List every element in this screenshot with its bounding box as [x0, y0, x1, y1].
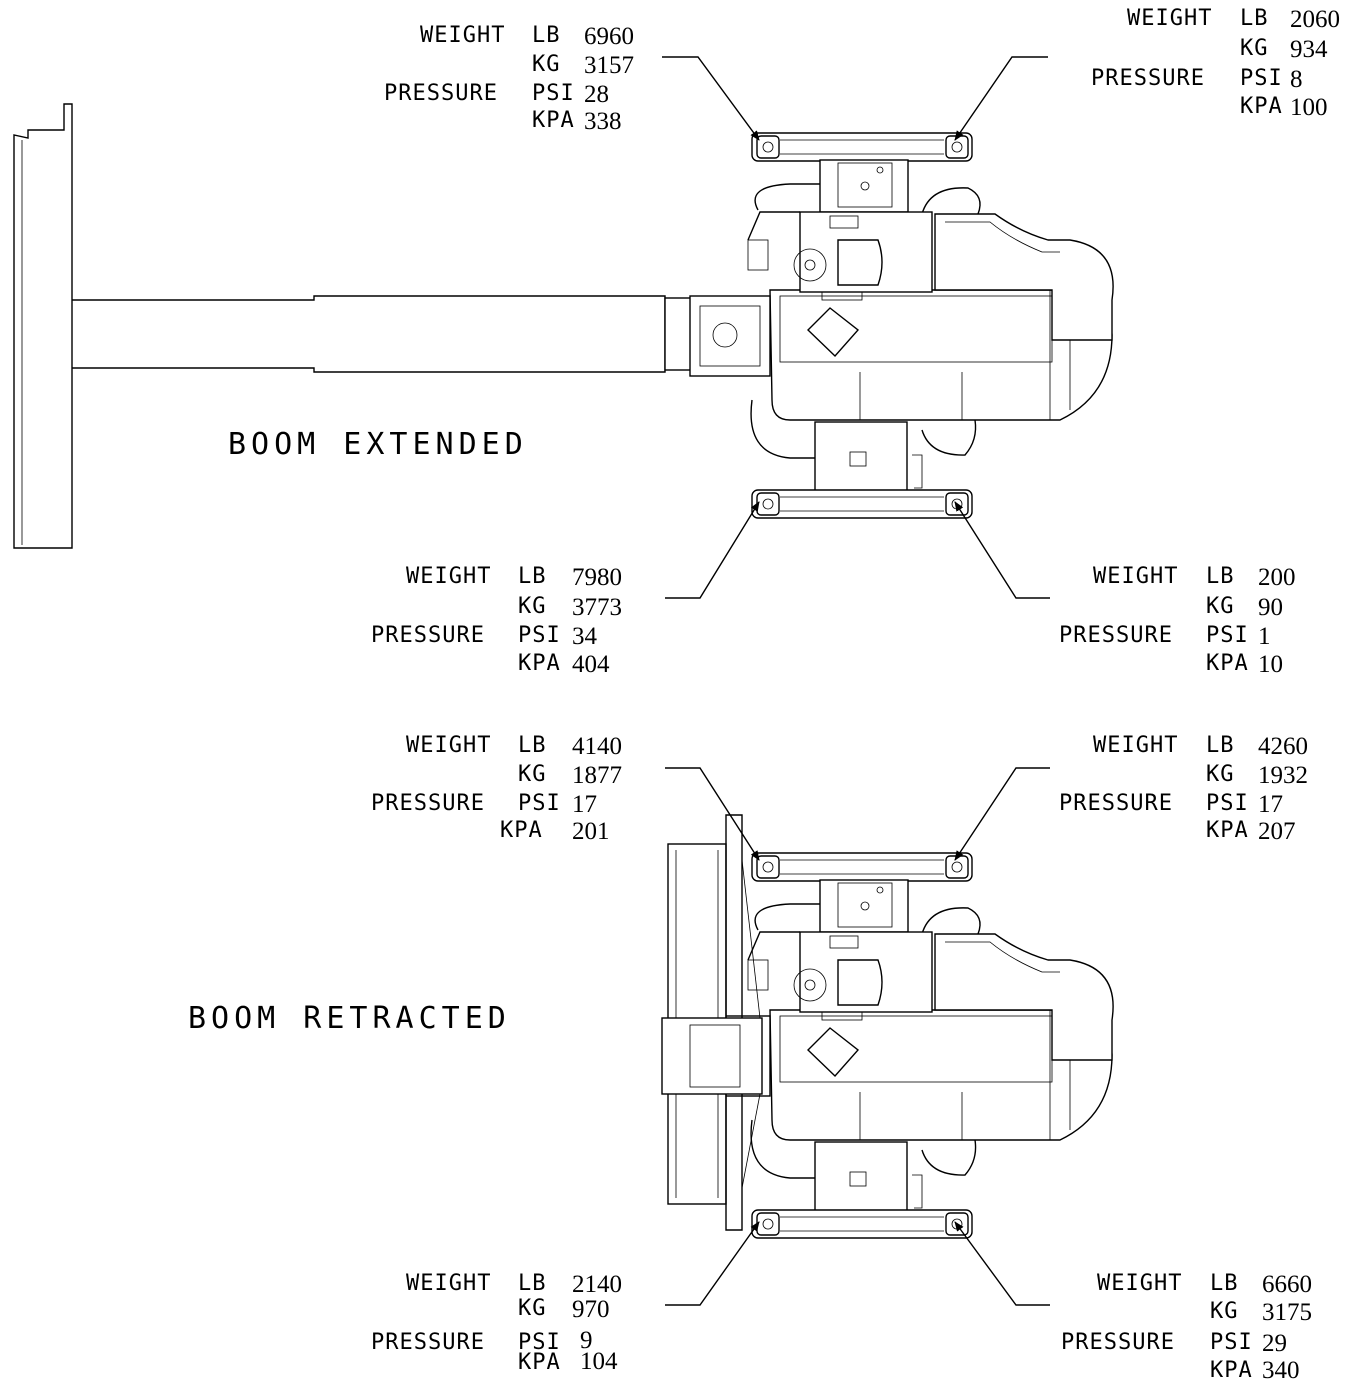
weight-label: WEIGHT — [406, 1271, 492, 1296]
weight-label: WEIGHT — [1097, 1271, 1183, 1296]
psi-label: PSI — [518, 623, 561, 648]
weight-kg-value: 970 — [572, 1296, 610, 1323]
pressure-psi-value: 1 — [1258, 623, 1271, 650]
pressure-psi-value: 17 — [572, 791, 597, 818]
weight-label: WEIGHT — [1093, 733, 1179, 758]
weight-kg-value: 1877 — [572, 762, 622, 789]
boom-retracted-title: BOOM RETRACTED — [188, 1001, 511, 1036]
kpa-label: KPA — [1206, 651, 1249, 676]
kg-label: KG — [1240, 36, 1269, 61]
kg-label: KG — [1210, 1299, 1239, 1324]
pressure-kpa-value: 10 — [1258, 651, 1283, 678]
kg-label: KG — [518, 1296, 547, 1321]
psi-label: PSI — [532, 81, 575, 106]
extended-boom — [72, 295, 666, 373]
weight-kg-value: 3175 — [1262, 1299, 1312, 1326]
pressure-label: PRESSURE — [1091, 66, 1205, 91]
weight-kg-value: 1932 — [1258, 762, 1308, 789]
lb-label: LB — [532, 23, 561, 48]
weight-kg-value: 934 — [1290, 36, 1328, 63]
weight-lb-value: 2060 — [1290, 6, 1340, 33]
kpa-label: KPA — [1206, 818, 1249, 843]
weight-lb-value: 7980 — [572, 564, 622, 591]
weight-kg-value: 90 — [1258, 594, 1283, 621]
lb-label: LB — [518, 1271, 547, 1296]
lb-label: LB — [1206, 733, 1235, 758]
pressure-kpa-value: 104 — [580, 1348, 618, 1375]
psi-label: PSI — [1210, 1330, 1253, 1355]
pressure-kpa-value: 100 — [1290, 94, 1328, 121]
pressure-kpa-value: 338 — [584, 108, 622, 135]
lb-label: LB — [1240, 6, 1269, 31]
pressure-kpa-value: 207 — [1258, 818, 1296, 845]
weight-lb-value: 200 — [1258, 564, 1296, 591]
weight-lb-value: 6960 — [584, 23, 634, 50]
pressure-label: PRESSURE — [1061, 1330, 1175, 1355]
weight-label: WEIGHT — [1093, 564, 1179, 589]
pressure-kpa-value: 340 — [1262, 1357, 1300, 1384]
lb-label: LB — [1206, 564, 1235, 589]
pressure-label: PRESSURE — [371, 623, 485, 648]
boom-extended-view — [13, 56, 1114, 599]
weight-lb-value: 4260 — [1258, 733, 1308, 760]
kpa-label: KPA — [518, 1350, 561, 1375]
weight-kg-value: 3157 — [584, 52, 634, 79]
pressure-psi-value: 17 — [1258, 791, 1283, 818]
lb-label: LB — [518, 733, 547, 758]
pressure-psi-value: 34 — [572, 623, 597, 650]
weight-lb-value: 6660 — [1262, 1271, 1312, 1298]
weight-label: WEIGHT — [1127, 6, 1213, 31]
weight-label: WEIGHT — [420, 23, 506, 48]
kpa-label: KPA — [518, 651, 561, 676]
lb-label: LB — [518, 564, 547, 589]
weight-label: WEIGHT — [406, 733, 492, 758]
pressure-psi-value: 28 — [584, 81, 609, 108]
psi-label: PSI — [1240, 66, 1283, 91]
boom-extended-title: BOOM EXTENDED — [228, 427, 528, 462]
lb-label: LB — [1210, 1271, 1239, 1296]
weight-label: WEIGHT — [406, 564, 492, 589]
pressure-psi-value: 8 — [1290, 66, 1303, 93]
pressure-label: PRESSURE — [1059, 791, 1173, 816]
kpa-label: KPA — [532, 108, 575, 133]
kg-label: KG — [518, 762, 547, 787]
psi-label: PSI — [1206, 791, 1249, 816]
pressure-label: PRESSURE — [1059, 623, 1173, 648]
weight-lb-value: 4140 — [572, 733, 622, 760]
kg-label: KG — [1206, 762, 1235, 787]
kg-label: KG — [1206, 594, 1235, 619]
kg-label: KG — [518, 594, 547, 619]
pressure-psi-value: 29 — [1262, 1330, 1287, 1357]
weight-kg-value: 3773 — [572, 594, 622, 621]
psi-label: PSI — [518, 791, 561, 816]
boom-retracted-view — [661, 767, 1114, 1306]
attachment-plate — [13, 103, 73, 549]
weight-lb-value: 2140 — [572, 1271, 622, 1298]
pressure-label: PRESSURE — [371, 791, 485, 816]
kpa-label: KPA — [1240, 94, 1283, 119]
pressure-label: PRESSURE — [384, 81, 498, 106]
pressure-kpa-value: 201 — [572, 818, 610, 845]
pressure-psi-value: 9 — [580, 1327, 593, 1354]
pressure-kpa-value: 404 — [572, 651, 610, 678]
kg-label: KG — [532, 52, 561, 77]
kpa-label: KPA — [500, 818, 543, 843]
kpa-label: KPA — [1210, 1358, 1253, 1383]
psi-label: PSI — [518, 1330, 561, 1355]
pressure-label: PRESSURE — [371, 1330, 485, 1355]
psi-label: PSI — [1206, 623, 1249, 648]
